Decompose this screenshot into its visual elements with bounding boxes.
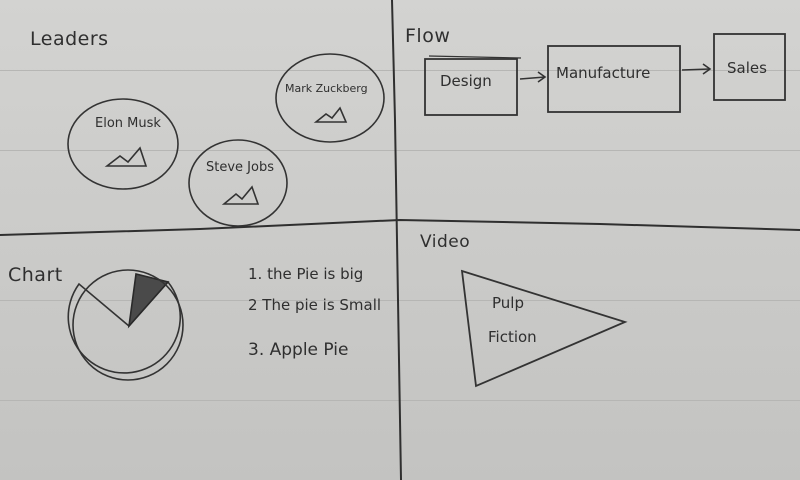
chart-list-item-3: 3. Apple Pie	[248, 340, 349, 360]
flow-arrow-1	[519, 71, 547, 83]
horizontal-divider	[0, 218, 800, 236]
flow-title: Flow	[405, 25, 451, 47]
chart-list-item-2: 2 The pie is Small	[248, 296, 382, 314]
leader-name-mark: Mark Zuckberg	[285, 82, 368, 95]
ruled-line	[0, 150, 800, 151]
flow-box-manufacture	[547, 45, 681, 113]
leader-bubble-mark	[275, 53, 385, 143]
video-title: Video	[420, 232, 471, 252]
ruled-line	[0, 70, 800, 71]
ruled-line	[0, 300, 800, 301]
flow-box-sales	[713, 33, 786, 101]
leaders-title: Leaders	[30, 28, 109, 50]
flow-step-sales: Sales	[727, 59, 767, 77]
flow-box-design	[424, 58, 518, 116]
video-text-fiction: Fiction	[488, 328, 537, 346]
video-text-pulp: Pulp	[492, 294, 524, 312]
mountain-icon	[104, 146, 148, 167]
flow-step-design: Design	[440, 72, 492, 90]
leader-name-elon: Elon Musk	[95, 116, 161, 131]
leader-name-steve: Steve Jobs	[206, 160, 274, 175]
mountain-icon	[313, 106, 348, 123]
mountain-icon	[221, 185, 260, 205]
leader-bubble-steve	[188, 139, 288, 227]
pie-slice-small	[127, 273, 170, 329]
video-play-triangle	[460, 269, 628, 388]
chart-title: Chart	[8, 264, 63, 286]
vertical-divider	[391, 0, 402, 480]
pie-chart	[67, 269, 184, 381]
flow-arrow-2	[681, 63, 712, 75]
chart-list-item-1: 1. the Pie is big	[248, 265, 364, 283]
leader-bubble-elon	[67, 98, 179, 190]
flow-step-manufacture: Manufacture	[556, 64, 651, 82]
